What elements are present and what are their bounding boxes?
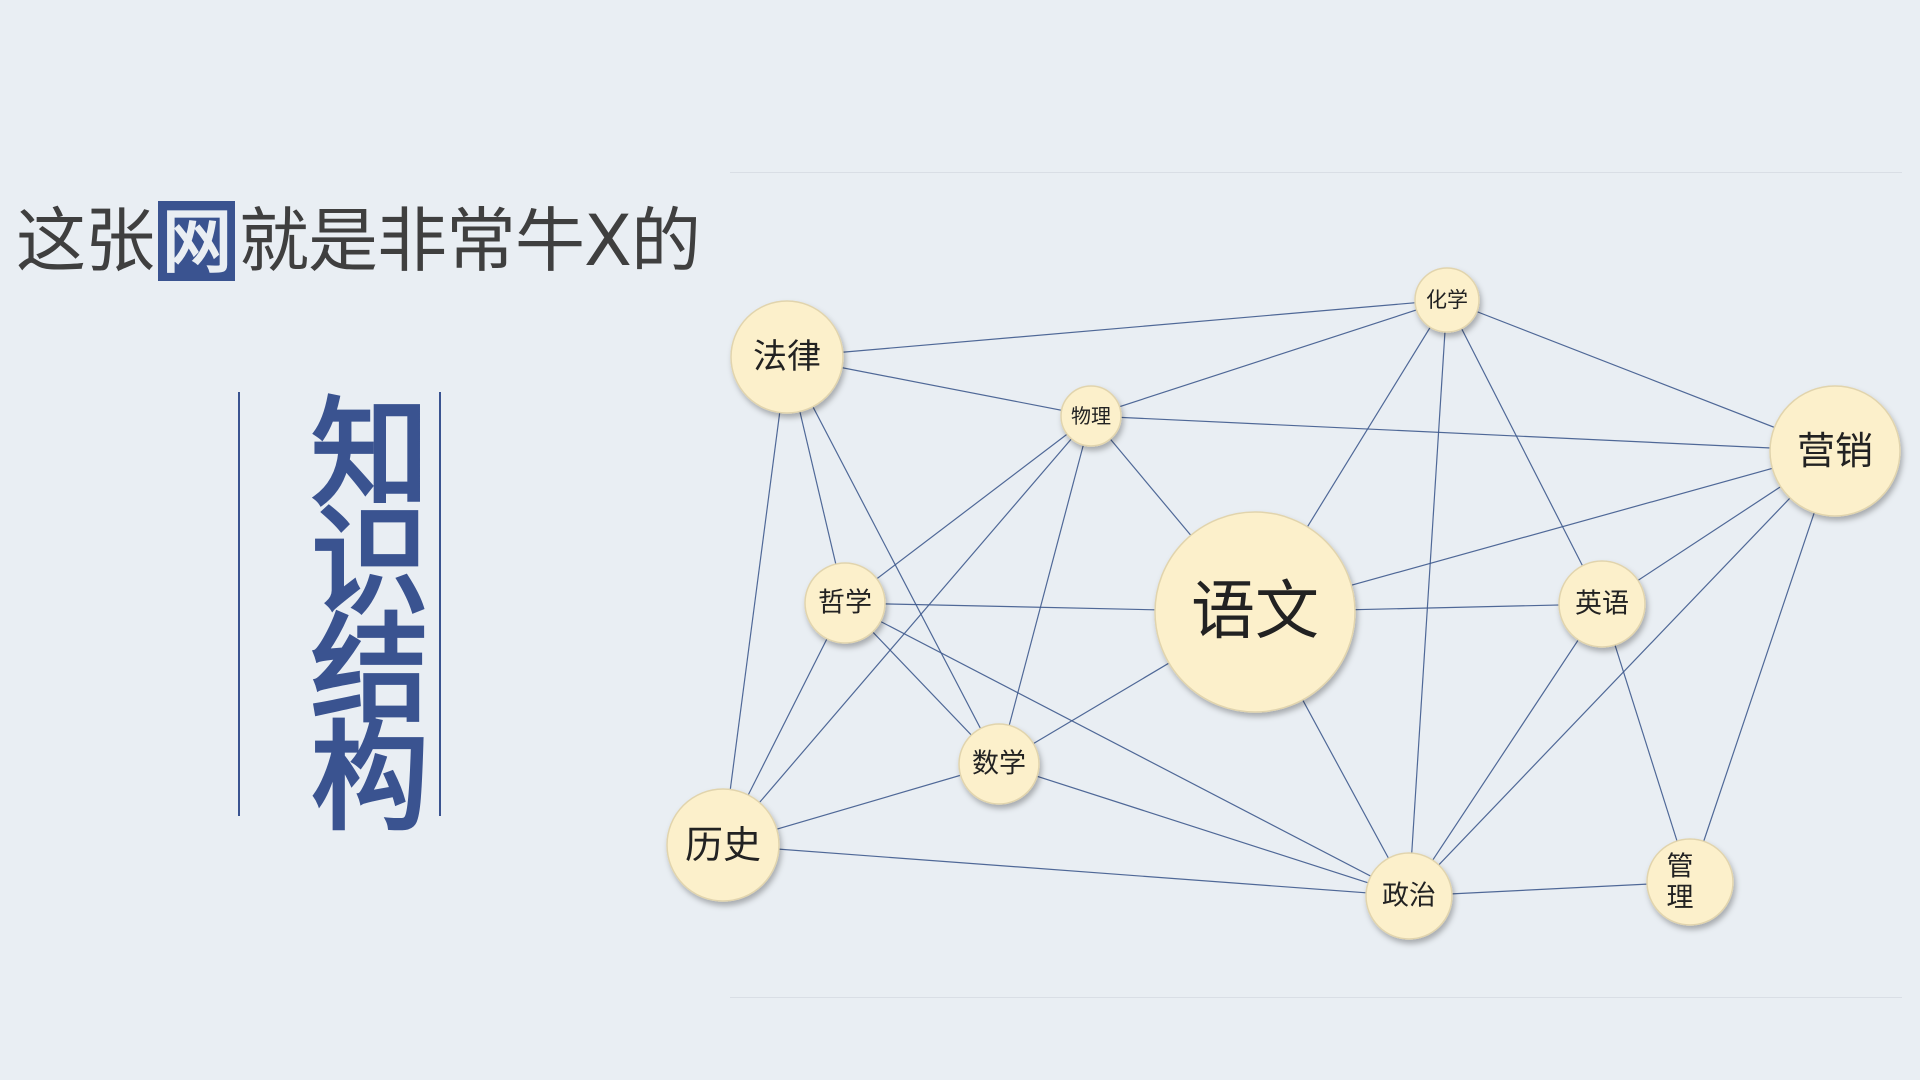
vertical-title-char: 结 <box>310 601 429 739</box>
node-circle <box>666 788 780 902</box>
node-circle <box>1646 838 1734 926</box>
node-label: 历史 <box>685 823 761 867</box>
vertical-title-char: 识 <box>310 493 429 631</box>
edge-falv-lishi <box>722 356 788 846</box>
node-huaxue: 化学 <box>1414 267 1480 333</box>
node-label: 数学 <box>972 749 1026 780</box>
node-zhengzhi: 政治 <box>1365 852 1453 940</box>
bottom-rule <box>730 997 1902 998</box>
vertical-title: 知 识 结 构 <box>300 385 440 847</box>
edge-lishi-zhengzhi <box>722 844 1410 897</box>
node-shuxue: 数学 <box>958 723 1040 805</box>
edge-wuli-shuxue <box>998 415 1092 765</box>
headline: 这张 网 就是非常牛X的 <box>16 196 701 286</box>
node-circle <box>1365 852 1453 940</box>
edge-falv-huaxue <box>786 299 1448 358</box>
headline-suffix: 就是非常牛X的 <box>239 200 701 282</box>
headline-prefix: 这张 <box>16 200 155 282</box>
node-circle <box>1769 385 1901 517</box>
edge-yingyu-zhengzhi <box>1408 603 1603 897</box>
node-label: 政治 <box>1382 881 1436 912</box>
node-label: 语文 <box>1191 575 1319 649</box>
node-circle <box>958 723 1040 805</box>
node-circle <box>1060 385 1122 447</box>
node-label: 化学 <box>1426 288 1468 312</box>
node-yingyu: 英语 <box>1558 560 1646 648</box>
node-label: 管理 <box>1667 851 1694 913</box>
node-circle <box>804 562 886 644</box>
edge-yingyu-guanli <box>1601 603 1691 883</box>
node-guanli: 管理 <box>1646 838 1734 926</box>
edge-wuli-lishi <box>722 415 1092 846</box>
edge-falv-shuxue <box>786 356 1000 765</box>
edge-huaxue-zhengzhi <box>1408 299 1448 897</box>
node-wuli: 物理 <box>1060 385 1122 447</box>
node-circle <box>1154 511 1356 713</box>
edge-wuli-zhexue <box>844 415 1092 604</box>
headline-highlight: 网 <box>158 201 235 281</box>
node-circle <box>1558 560 1646 648</box>
edge-wuli-yingxiao <box>1090 415 1836 452</box>
node-label: 营销 <box>1797 429 1873 473</box>
edge-huaxue-yingyu <box>1446 299 1603 605</box>
edge-zhengzhi-guanli <box>1408 881 1691 897</box>
edge-yingxiao-zhengzhi <box>1408 450 1836 897</box>
right-divider-line <box>439 392 441 816</box>
node-circle <box>1414 267 1480 333</box>
edge-shuxue-zhengzhi <box>998 763 1410 897</box>
node-zhexue: 哲学 <box>804 562 886 644</box>
top-rule <box>730 172 1902 173</box>
edge-zhexue-zhengzhi <box>844 602 1410 897</box>
node-yuwen: 语文 <box>1154 511 1356 713</box>
edge-yingxiao-guanli <box>1689 450 1836 883</box>
edge-huaxue-wuli <box>1090 299 1448 417</box>
node-circle <box>730 300 844 414</box>
edge-huaxue-yingxiao <box>1446 299 1836 452</box>
vertical-title-char: 知 <box>310 385 429 523</box>
node-label: 哲学 <box>818 588 872 619</box>
vertical-title-char: 构 <box>310 709 429 847</box>
left-divider-line <box>238 392 240 816</box>
node-label: 法律 <box>753 337 821 377</box>
node-label: 英语 <box>1575 589 1629 620</box>
node-yingxiao: 营销 <box>1769 385 1901 517</box>
node-label: 物理 <box>1071 404 1111 428</box>
node-lishi: 历史 <box>666 788 780 902</box>
node-falv: 法律 <box>730 300 844 414</box>
